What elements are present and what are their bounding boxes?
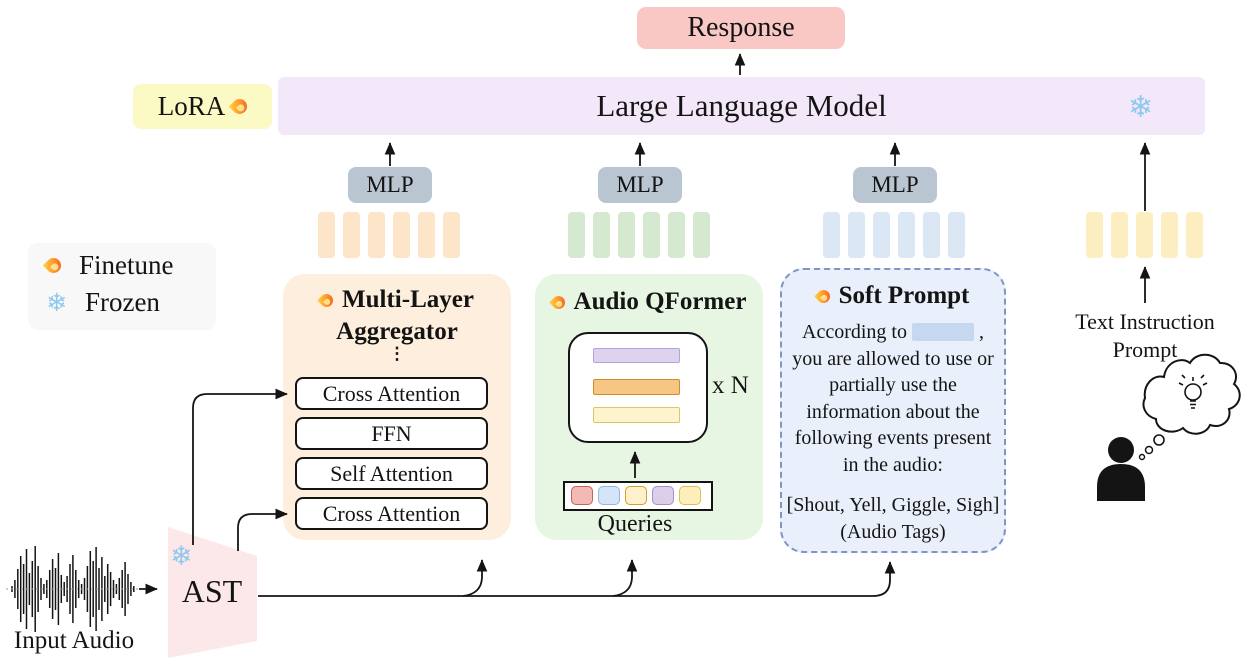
legend-frozen-row: ❄ Frozen [28, 284, 216, 321]
soft-prompt-text: According to , you are allowed to use or… [790, 319, 996, 479]
token-bar [1161, 212, 1178, 258]
softprompt-tokens [823, 212, 965, 258]
multi-layer-aggregator-block: Multi-Layer Aggregator ⋮ Cross Attention… [283, 274, 511, 540]
fire-icon [42, 254, 65, 277]
aggregator-title-text: Multi-Layer [342, 286, 474, 313]
audio-tags-caption: (Audio Tags) [840, 520, 946, 543]
qformer-layer-bar [593, 379, 680, 395]
legend-finetune-row: Finetune [28, 247, 216, 284]
input-audio-label: Input Audio [13, 627, 135, 654]
thought-cloud-icon [1138, 353, 1241, 461]
queries-label: Queries [597, 511, 673, 537]
query-token [652, 486, 674, 505]
qformer-title: Audio QFormer [535, 288, 763, 316]
aggregator-tokens [318, 212, 460, 258]
response-box: Response [637, 7, 845, 49]
finetune-label: Finetune [79, 250, 174, 280]
lora-label: LoRA [157, 91, 226, 121]
token-bar [343, 212, 360, 258]
fire-icon [317, 290, 336, 310]
token-bar [848, 212, 865, 258]
token-bar [443, 212, 460, 258]
mlp-box-qformer: MLP [598, 167, 682, 203]
query-token [625, 486, 647, 505]
audio-qformer-block: Audio QFormer x N Queries [535, 274, 763, 540]
token-bar [923, 212, 940, 258]
fire-icon [229, 95, 251, 118]
llm-bar: Large Language Model [278, 77, 1205, 135]
mlp-label: MLP [616, 172, 664, 197]
token-bar [618, 212, 635, 258]
token-bar [393, 212, 410, 258]
response-label: Response [687, 12, 795, 43]
layer-cross-attention: Cross Attention [295, 377, 488, 410]
token-bar [318, 212, 335, 258]
token-bar [1111, 212, 1128, 258]
text-instruction-line2: Prompt [1112, 336, 1178, 362]
queries-box [563, 481, 713, 511]
mlp-box-aggregator: MLP [348, 167, 432, 203]
lora-box: LoRA [133, 84, 272, 129]
prompt-text-before: According to [802, 321, 907, 343]
token-bar [418, 212, 435, 258]
qformer-layer-bar [593, 407, 680, 423]
snowflake-icon: ❄ [1128, 90, 1154, 125]
qformer-transformer-box [568, 332, 708, 443]
text-instruction-line1: Text Instruction [1075, 309, 1215, 334]
prompt-text-body: you are allowed to use or partially use … [792, 347, 994, 476]
text-instruction-tokens [1086, 212, 1203, 258]
mlp-label: MLP [366, 172, 414, 197]
qformer-tokens [568, 212, 710, 258]
text-instruction-label: Text Instruction Prompt [1070, 308, 1220, 363]
soft-prompt-block: Soft Prompt According to , you are allow… [780, 268, 1006, 553]
snowflake-icon: ❄ [170, 541, 193, 572]
token-bar [593, 212, 610, 258]
soft-prompt-title-text: Soft Prompt [838, 282, 970, 309]
snowflake-icon: ❄ [46, 288, 67, 317]
token-bar [568, 212, 585, 258]
llm-label: Large Language Model [596, 88, 887, 123]
token-bar [1186, 212, 1203, 258]
query-token [598, 486, 620, 505]
query-token [679, 486, 701, 505]
qformer-title-text: Audio QFormer [573, 288, 747, 315]
mlp-box-softprompt: MLP [853, 167, 937, 203]
audio-tags-list: [Shout, Yell, Giggle, Sigh] [786, 493, 1000, 516]
audio-tags: [Shout, Yell, Giggle, Sigh] (Audio Tags) [782, 492, 1004, 546]
query-token [571, 486, 593, 505]
token-bar [873, 212, 890, 258]
token-bar [1136, 212, 1153, 258]
token-bar [693, 212, 710, 258]
person-icon [1097, 437, 1145, 501]
prompt-comma: , [978, 321, 984, 343]
fire-icon [548, 292, 568, 312]
token-bar [1086, 212, 1103, 258]
token-bar [643, 212, 660, 258]
aggregator-title-line1: Multi-Layer [283, 286, 511, 314]
token-bar [668, 212, 685, 258]
layer-cross-attention: Cross Attention [295, 497, 488, 530]
legend-box: Finetune ❄ Frozen [28, 243, 216, 330]
ast-label: AST [181, 573, 243, 609]
lightbulb-icon [1178, 374, 1208, 409]
aggregator-layers: Cross Attention FFN Self Attention Cross… [295, 377, 488, 537]
soft-prompt-title: Soft Prompt [782, 282, 1004, 310]
repeat-count-label: x N [712, 372, 749, 399]
frozen-label: Frozen [84, 287, 160, 317]
aggregator-title-text: Aggregator [336, 318, 458, 345]
aggregator-title-line2: Aggregator [283, 318, 511, 346]
token-bar [948, 212, 965, 258]
ellipsis: ⋮ [388, 344, 406, 363]
prompt-blank-slot [911, 323, 974, 341]
layer-self-attention: Self Attention [295, 457, 488, 490]
token-bar [368, 212, 385, 258]
mlp-label: MLP [871, 172, 919, 197]
qformer-layer-bar [593, 348, 680, 363]
fire-icon [813, 286, 833, 306]
token-bar [823, 212, 840, 258]
token-bar [898, 212, 915, 258]
layer-ffn: FFN [295, 417, 488, 450]
audio-waveform-icon [11, 546, 135, 632]
